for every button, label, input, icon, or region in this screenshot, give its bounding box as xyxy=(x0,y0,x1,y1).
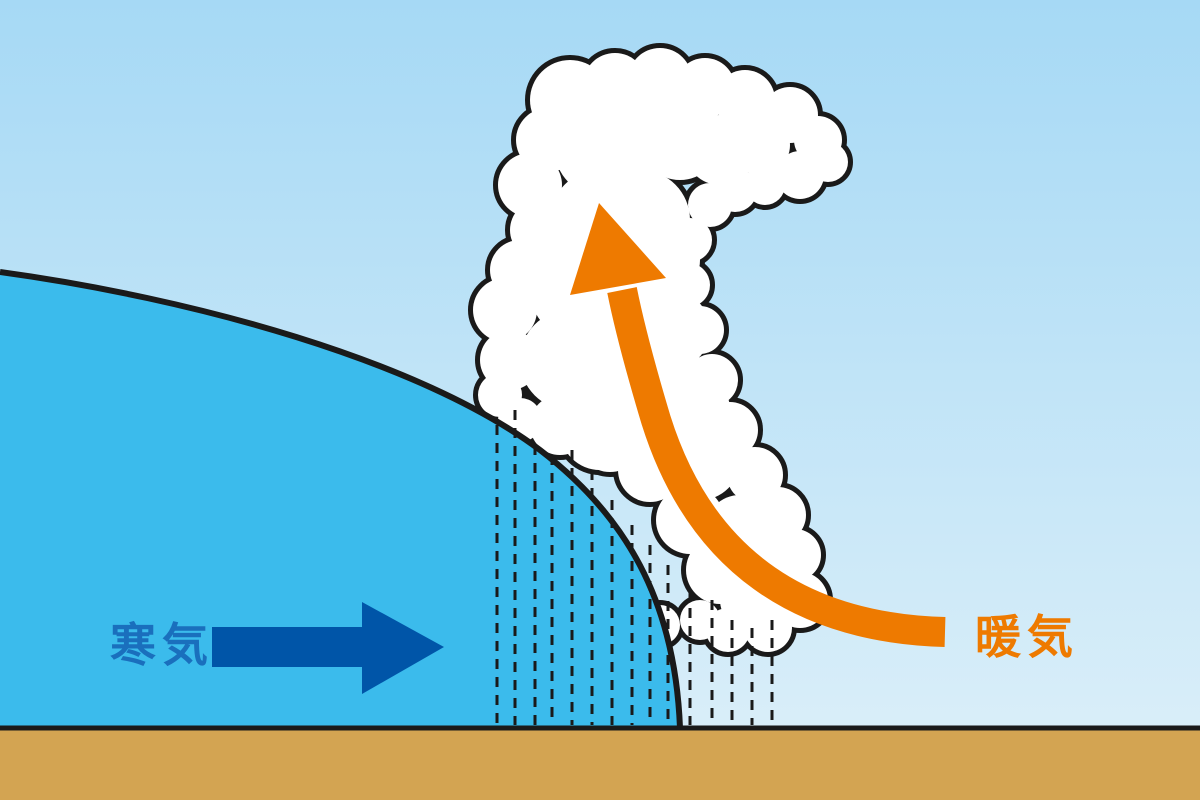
front-boundary-line xyxy=(0,269,683,729)
cold-air-label: 寒気 xyxy=(110,618,214,672)
cold-air-mass xyxy=(0,272,680,728)
cloud-puff xyxy=(730,115,790,175)
cloud-puff xyxy=(680,600,720,640)
ground xyxy=(0,728,1200,800)
warm-air-label: 暖気 xyxy=(975,610,1079,664)
warm-air-arrow-icon xyxy=(570,203,946,647)
cloud-puff xyxy=(688,183,732,227)
rain-streaks-icon xyxy=(495,410,774,725)
cold-air-arrow-icon xyxy=(212,602,444,694)
cloud-puff xyxy=(473,278,537,342)
cloud-puff xyxy=(776,151,824,199)
